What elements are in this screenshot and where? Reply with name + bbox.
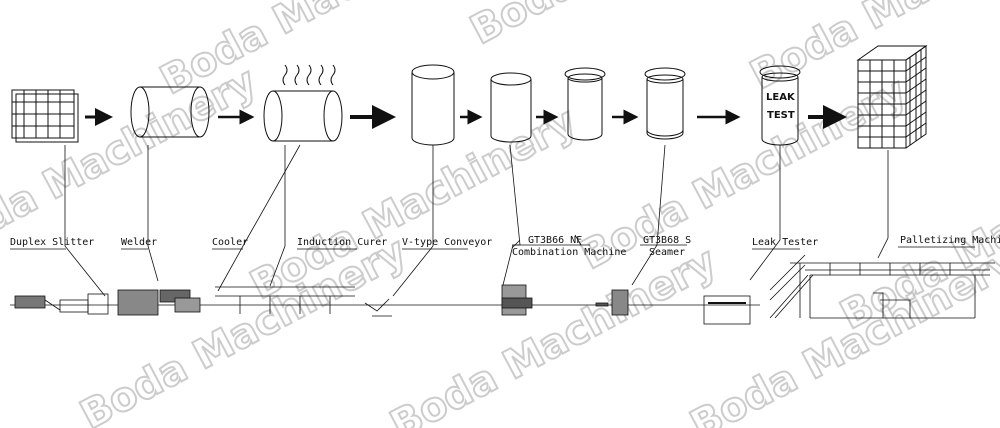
svg-text:Seamer: Seamer: [649, 247, 685, 258]
test-label: TEST: [767, 110, 795, 121]
leak-label: LEAK: [766, 92, 796, 103]
combination-machine: [501, 284, 533, 316]
svg-text:V-type Conveyor: V-type Conveyor: [402, 237, 492, 248]
curer-machine: [215, 286, 355, 314]
svg-text:Induction Curer: Induction Curer: [297, 237, 387, 248]
seamer-machine: [595, 289, 629, 316]
station-cooler: Cooler: [212, 237, 248, 250]
station-combination-machine: GT3B66 NF Combination Machine: [512, 235, 626, 258]
station-leak-tester: Leak Tester: [752, 237, 818, 250]
svg-text:Leak Tester: Leak Tester: [752, 237, 818, 248]
svg-text:Boda Machinery: Boda Machinery: [73, 228, 414, 428]
svg-text:Combination Machine: Combination Machine: [512, 247, 626, 258]
tube-icon: [130, 86, 210, 138]
production-line-drawing: [10, 254, 995, 325]
slitter-machine: [14, 293, 109, 315]
station-duplex-slitter: Duplex Slitter: [10, 237, 94, 250]
svg-text:Boda Machinery: Boda Machinery: [383, 238, 724, 428]
station-induction-curer: Induction Curer: [297, 237, 387, 250]
sheet-grid-icon: [11, 89, 79, 143]
svg-text:Boda Machinery: Boda Machinery: [243, 98, 584, 308]
station-v-type-conveyor: V-type Conveyor: [402, 237, 492, 250]
v-conveyor: [364, 298, 392, 317]
svg-text:Cooler: Cooler: [212, 237, 248, 248]
station-welder: Welder: [121, 237, 157, 250]
station-seamer: GT3B68 S Seamer: [640, 235, 691, 258]
svg-text:GT3B66 NF: GT3B66 NF: [528, 235, 582, 246]
station-palletizing-machine: Palletizing Machine: [898, 235, 1000, 248]
leak-tester-machine: [703, 295, 751, 325]
can-body-icon: [490, 72, 532, 143]
svg-text:Palletizing Machine: Palletizing Machine: [900, 235, 1000, 246]
seamed-can-icon: [644, 67, 686, 140]
heated-tube-icon: [263, 64, 343, 142]
can-body-icon: [411, 64, 455, 146]
svg-text:GT3B68 S: GT3B68 S: [643, 235, 691, 246]
svg-text:Duplex Slitter: Duplex Slitter: [10, 237, 94, 248]
svg-text:Boda Machinery: Boda Machinery: [683, 238, 1000, 428]
palletizer-machine: [769, 254, 995, 319]
pallet-icon: [856, 45, 928, 149]
flanged-can-icon: [564, 67, 606, 141]
leader-lines: [64, 144, 889, 297]
svg-text:Boda Machinery: Boda Machinery: [463, 0, 804, 54]
svg-text:Welder: Welder: [121, 237, 157, 248]
welder-machine: [117, 289, 201, 316]
